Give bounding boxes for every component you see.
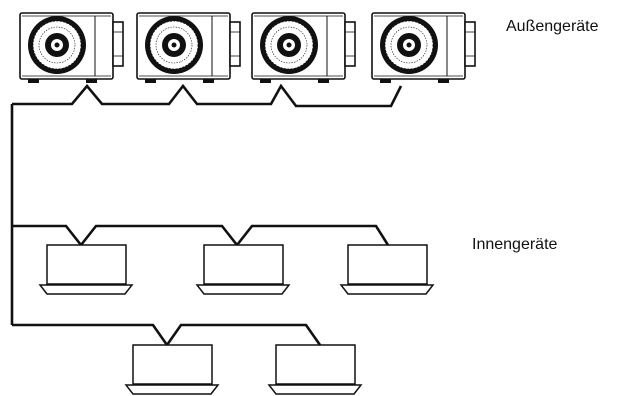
outdoor-units: [19, 12, 476, 83]
outdoor-unit-icon: [19, 12, 124, 83]
refrigerant-piping: [10, 83, 403, 348]
outdoor-unit-icon: [136, 12, 241, 83]
indoor-branch-pipe-1: [12, 224, 390, 248]
indoor-units: [38, 244, 435, 395]
indoor-unit-icon: [38, 244, 134, 295]
indoor-units-label: Innengeräte: [472, 236, 558, 253]
outdoor-units-label: Außengeräte: [506, 18, 599, 35]
outdoor-unit-icon: [371, 12, 476, 83]
indoor-unit-icon: [339, 244, 435, 295]
indoor-unit-icon: [267, 344, 363, 395]
indoor-unit-icon: [195, 244, 291, 295]
outdoor-unit-icon: [251, 12, 356, 83]
indoor-branch-pipe-2: [12, 323, 322, 348]
indoor-unit-icon: [124, 344, 220, 395]
outdoor-header-pipe: [12, 83, 403, 108]
